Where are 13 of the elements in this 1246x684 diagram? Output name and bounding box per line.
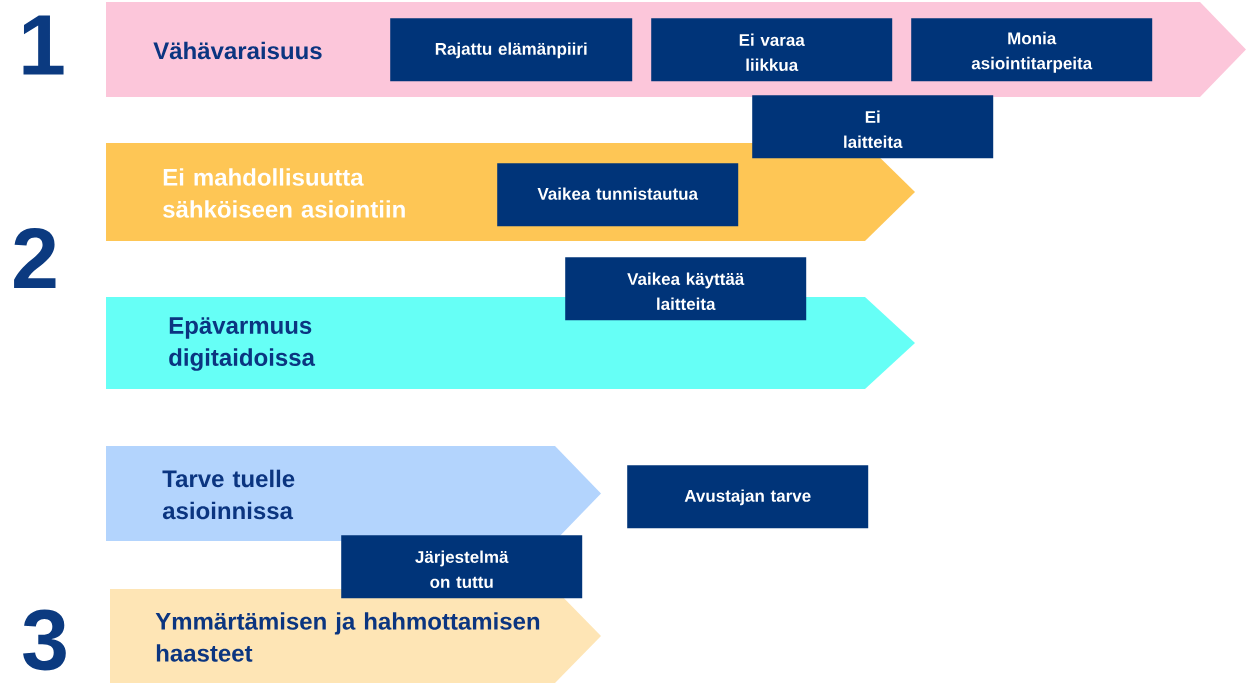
step-number: 2 — [14, 228, 56, 288]
label-box: Vaikea käyttää laitteita — [565, 257, 807, 321]
arrow-band: Ymmärtämisen ja hahmottamisen haasteet — [110, 589, 601, 683]
step-number: 3 — [23, 609, 66, 671]
label-box: Rajattu elämänpiiri — [390, 18, 633, 82]
label-box: Ei laitteita — [752, 95, 994, 159]
arrow-band: Tarve tuelle asioinnissa — [106, 446, 601, 541]
label-box: Järjestelmä on tuttu — [341, 535, 583, 599]
label-box: Avustajan tarve — [627, 465, 869, 529]
label-box: Vaikea tunnistautua — [497, 163, 739, 227]
step-number: 1 — [23, 15, 64, 75]
label-box: Monia asiointitarpeita — [911, 18, 1153, 82]
label-box: Ei varaa liikkua — [651, 18, 893, 82]
